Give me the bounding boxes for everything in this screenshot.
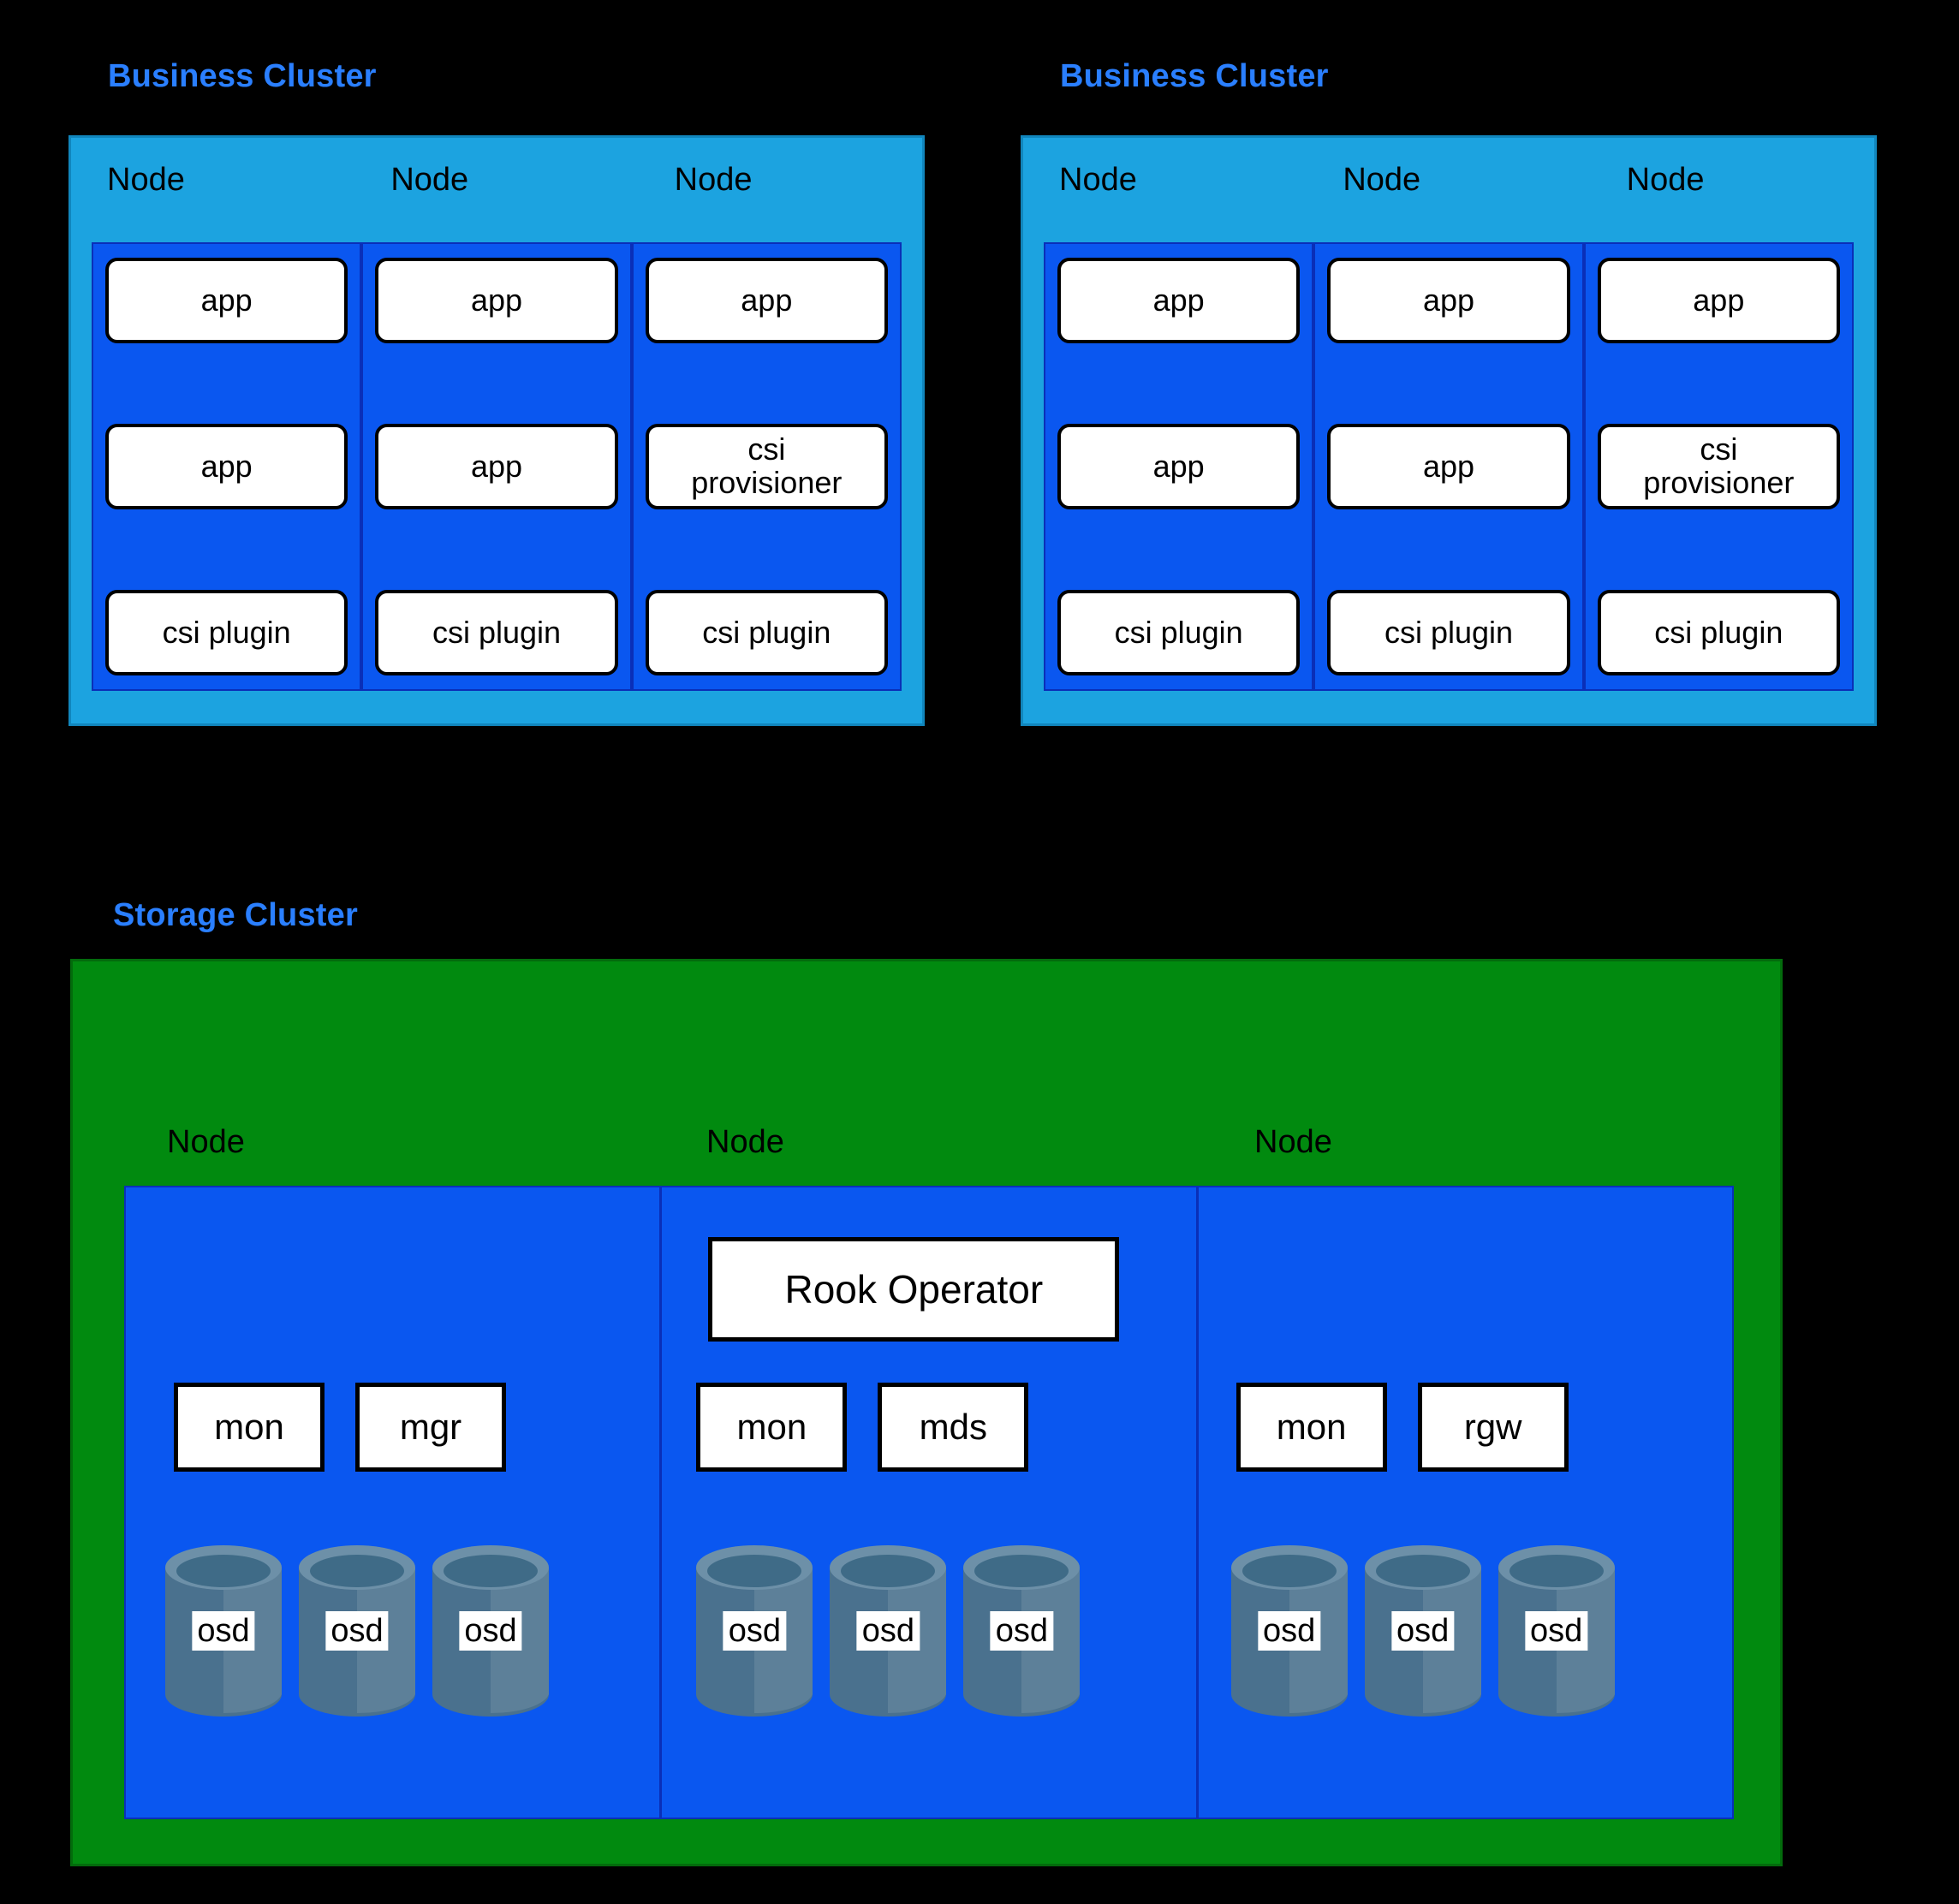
node: app app csi plugin [92,242,362,691]
node-label: Node [390,162,469,198]
pod-csi-plugin[interactable]: csi plugin [375,590,618,675]
osd-row: osd osd [164,1545,551,1717]
osd-label: osd [1391,1611,1455,1651]
node-label: Node [674,162,753,198]
business-cluster-2: Node Node Node app app csi plugin app ap… [1021,135,1877,726]
svc-mon[interactable]: mon [696,1383,848,1472]
osd-cylinder[interactable]: osd [828,1545,948,1717]
node-label: Node [107,162,185,198]
pod-app[interactable]: app [1057,258,1301,343]
pod-csi-plugin[interactable]: csi plugin [645,590,888,675]
pod-csi-plugin[interactable]: csi plugin [1597,590,1840,675]
osd-row: osd osd [694,1545,1081,1717]
pod-app[interactable]: app [1597,258,1840,343]
osd-cylinder[interactable]: osd [1363,1545,1483,1717]
business-cluster-2-nodes: app app csi plugin app app csi plugin ap… [1044,242,1854,691]
pod-csi-plugin[interactable]: csi plugin [1057,590,1301,675]
pod-app[interactable]: app [645,258,888,343]
osd-label: osd [1258,1611,1321,1651]
svc-rgw[interactable]: rgw [1417,1383,1569,1472]
pod-app[interactable]: app [1327,258,1570,343]
service-row: mon rgw [1236,1383,1569,1472]
osd-label: osd [325,1611,389,1651]
osd-label: osd [459,1611,522,1651]
node: app app csi plugin [1313,242,1584,691]
service-row: mon mds [696,1383,1029,1472]
node-label: Node [1059,162,1137,198]
osd-cylinder[interactable]: osd [431,1545,551,1717]
node-label: Node [1343,162,1421,198]
svc-mon[interactable]: mon [1236,1383,1387,1472]
node-label: Node [706,1124,784,1160]
business-cluster-1-nodes: app app csi plugin app app csi plugin ap… [92,242,902,691]
osd-label: osd [856,1611,920,1651]
pod-app[interactable]: app [1327,424,1570,509]
osd-cylinder[interactable]: osd [962,1545,1081,1717]
storage-node: mon rgw osd [1199,1187,1732,1818]
pod-csi-plugin[interactable]: csi plugin [105,590,348,675]
business-cluster-2-node-labels: Node Node Node [1023,162,1874,222]
node-label: Node [1254,1124,1332,1160]
osd-cylinder[interactable]: osd [164,1545,283,1717]
storage-cluster-title: Storage Cluster [113,897,358,933]
osd-cylinder[interactable]: osd [1230,1545,1349,1717]
pod-app[interactable]: app [105,258,348,343]
pod-app[interactable]: app [1057,424,1301,509]
osd-label: osd [192,1611,255,1651]
svc-mds[interactable]: mds [878,1383,1029,1472]
osd-cylinder[interactable]: osd [694,1545,814,1717]
osd-cylinder[interactable]: osd [1497,1545,1617,1717]
business-cluster-1-node-labels: Node Node Node [71,162,922,222]
service-row: mon mgr [174,1383,506,1472]
pod-app[interactable]: app [105,424,348,509]
osd-row: osd osd [1230,1545,1617,1717]
svc-mgr[interactable]: mgr [355,1383,506,1472]
osd-label: osd [990,1611,1053,1651]
rook-operator-box[interactable]: Rook Operator [708,1237,1120,1342]
node: app app csi plugin [361,242,632,691]
pod-csi-plugin[interactable]: csi plugin [1327,590,1570,675]
storage-cluster: Node Node Node mon mgr osd [70,959,1783,1866]
node-label: Node [1626,162,1705,198]
storage-node: Rook Operator mon mds osd [662,1187,1199,1818]
svc-mon[interactable]: mon [174,1383,325,1472]
business-cluster-2-title: Business Cluster [1060,58,1329,94]
osd-label: osd [723,1611,786,1651]
pod-app[interactable]: app [375,424,618,509]
pod-app[interactable]: app [375,258,618,343]
osd-cylinder[interactable]: osd [297,1545,417,1717]
node-label: Node [167,1124,245,1160]
osd-label: osd [1525,1611,1588,1651]
business-cluster-1: Node Node Node app app csi plugin app ap… [68,135,925,726]
business-cluster-1-title: Business Cluster [108,58,377,94]
storage-node: mon mgr osd [126,1187,663,1818]
node: app app csi plugin [1044,242,1314,691]
storage-cluster-nodes: mon mgr osd [124,1186,1734,1819]
